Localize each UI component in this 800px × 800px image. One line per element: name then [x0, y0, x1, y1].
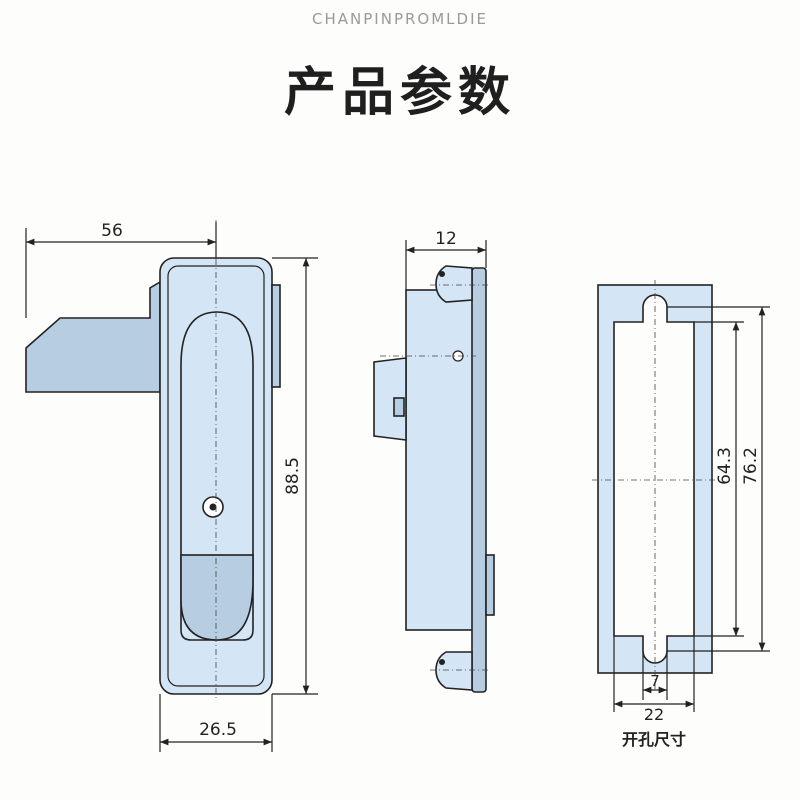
- dim-885-label: 88.5: [283, 457, 303, 495]
- side-tab: [271, 284, 281, 388]
- cutout-caption: 开孔尺寸: [622, 730, 686, 749]
- inner-plate-outline: [167, 265, 265, 687]
- top-stud: [435, 265, 473, 303]
- bottom-stud: [435, 651, 473, 691]
- keyhole-inner: [209, 503, 217, 511]
- front-view: 56 88.5 26.5: [25, 220, 318, 752]
- brand-eyebrow: CHANPINPROMLDIE: [312, 10, 488, 28]
- dim-265-label: 26.5: [199, 720, 237, 740]
- dim-762-label: 76.2: [741, 447, 761, 485]
- side-latch-nub: [485, 554, 495, 616]
- top-stud-hole: [439, 271, 445, 277]
- dim-12-label: 12: [435, 229, 457, 249]
- side-front-plate: [471, 267, 487, 693]
- handle-grip: [180, 554, 254, 641]
- dim-22-label: 22: [644, 705, 664, 724]
- dim-56-label: 56: [101, 221, 123, 241]
- side-view: 12: [373, 229, 495, 693]
- bottom-stud-hole: [439, 659, 445, 665]
- cutout-view: 64.3 76.2 7 22 开孔尺寸: [592, 280, 770, 749]
- cutout-opening: [613, 294, 695, 664]
- side-body: [405, 289, 477, 631]
- dim-643-label: 64.3: [715, 447, 735, 485]
- handle-lever: [25, 280, 161, 393]
- side-pin: [393, 397, 405, 417]
- page-title: 产品参数: [283, 63, 516, 123]
- dim-7-label: 7: [650, 672, 660, 690]
- side-cam: [373, 357, 407, 441]
